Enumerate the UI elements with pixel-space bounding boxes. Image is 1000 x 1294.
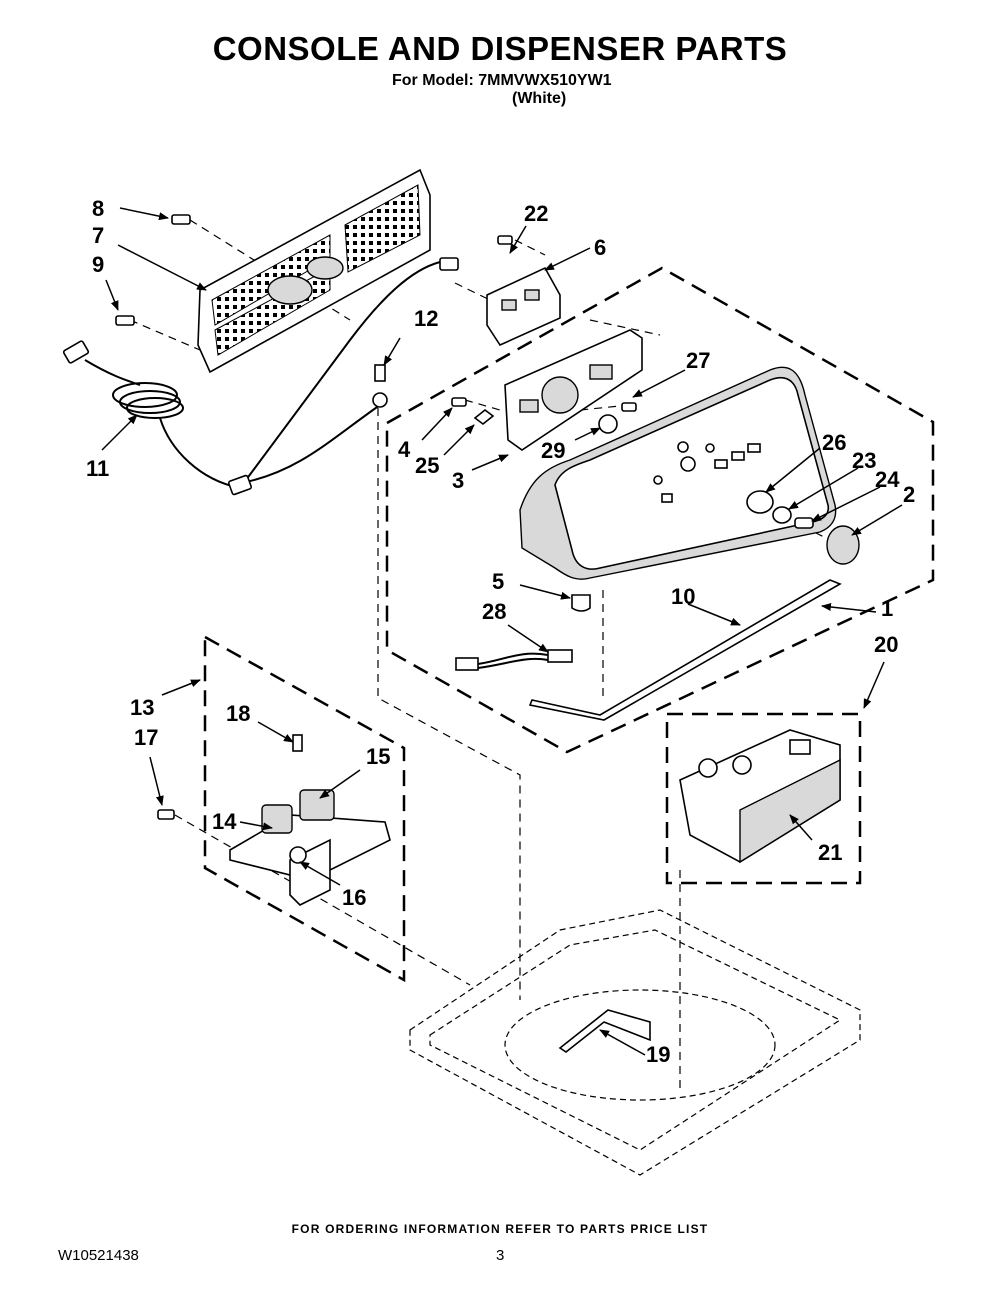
- callout-15: 15: [366, 744, 390, 769]
- document-number: W10521438: [58, 1247, 139, 1264]
- valve-assembly-boundary: [203, 634, 406, 983]
- callout-4: 4: [398, 437, 411, 462]
- screw-part: [157, 809, 175, 820]
- callout-12: 12: [414, 306, 438, 331]
- knob-assembly-part: [746, 490, 860, 565]
- dispenser-drawer-boundary: [665, 712, 862, 885]
- callout-20: 20: [874, 632, 898, 657]
- trim-strip-part: [528, 579, 842, 721]
- callout-18: 18: [226, 701, 250, 726]
- page-title: CONSOLE AND DISPENSER PARTS: [212, 30, 788, 67]
- callout-labels: 8 7 9 11 12 22 6 27 4 25 3 29 26 23 24 2…: [86, 196, 915, 1067]
- callout-13: 13: [130, 695, 154, 720]
- callout-2: 2: [903, 482, 915, 507]
- callout-21: 21: [818, 840, 842, 865]
- user-interface-part: [504, 329, 643, 451]
- callout-16: 16: [342, 885, 366, 910]
- control-board-part: [486, 266, 561, 347]
- model-line: For Model: 7MMVWX510YW1: [392, 72, 612, 89]
- callout-24: 24: [875, 467, 900, 492]
- screw-part: [292, 734, 303, 752]
- wire-harness-part: [239, 260, 456, 489]
- console-body-part: [519, 366, 837, 580]
- power-cord-part: [62, 340, 241, 489]
- harness-part: [455, 649, 573, 671]
- callout-6: 6: [594, 235, 606, 260]
- top-cabinet-part: [409, 909, 861, 1176]
- page-number: 3: [496, 1247, 505, 1264]
- callout-8: 8: [92, 196, 104, 221]
- bracket-part: [571, 594, 591, 612]
- color-line: (White): [512, 90, 567, 107]
- callout-10: 10: [671, 584, 695, 609]
- callout-27: 27: [686, 348, 710, 373]
- callout-29: 29: [541, 438, 565, 463]
- callout-5: 5: [492, 569, 504, 594]
- screw-part: [497, 235, 513, 245]
- rear-panel-part: [197, 168, 431, 374]
- callout-19: 19: [646, 1042, 670, 1067]
- callout-7: 7: [92, 223, 104, 248]
- callout-25: 25: [415, 453, 439, 478]
- callout-11: 11: [86, 456, 109, 481]
- leader-lines: [101, 207, 903, 1056]
- knob-part: [473, 408, 495, 426]
- ordering-note: FOR ORDERING INFORMATION REFER TO PARTS …: [291, 1222, 709, 1236]
- screw-part: [115, 214, 191, 326]
- bezel-part: [598, 414, 618, 434]
- callout-26: 26: [822, 430, 846, 455]
- callout-1: 1: [881, 596, 893, 621]
- console-assembly-boundary: [385, 266, 935, 754]
- callout-28: 28: [482, 599, 506, 624]
- callout-3: 3: [452, 468, 464, 493]
- callout-17: 17: [134, 725, 158, 750]
- callout-14: 14: [212, 809, 237, 834]
- dispenser-drawer-part: [679, 729, 841, 864]
- callout-22: 22: [524, 201, 548, 226]
- callout-9: 9: [92, 252, 104, 277]
- bracket-part: [558, 1009, 651, 1053]
- callout-23: 23: [852, 448, 876, 473]
- ground-screw-part: [372, 364, 388, 408]
